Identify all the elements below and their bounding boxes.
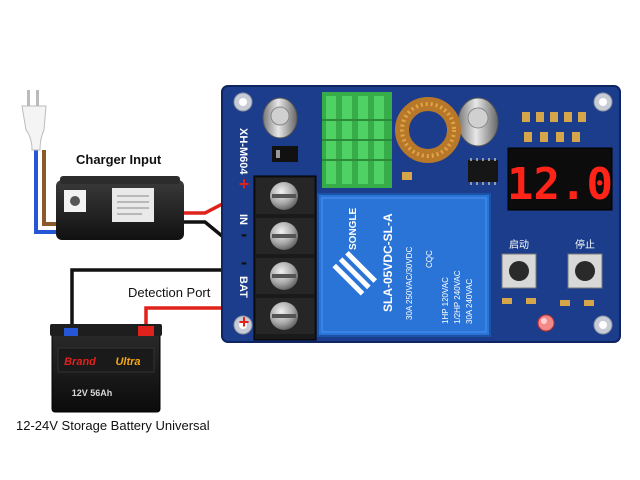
terminal-in-label: IN (237, 214, 249, 225)
battery-universal-caption: 12-24V Storage Battery Universal (16, 418, 210, 433)
inductor-coil (395, 97, 461, 163)
storage-battery: Brand Ultra 12V 56Ah (50, 324, 162, 413)
start-button[interactable] (501, 253, 537, 289)
relay-rating-3: 1/2HP 240VAC (453, 270, 462, 324)
relay-rating-4: 30A 240VAC (465, 279, 474, 324)
stop-button[interactable] (567, 253, 603, 289)
mains-cord-brown (42, 150, 58, 226)
battery-brand-left: Brand (64, 356, 96, 368)
digital-display: 12.0 (507, 147, 613, 211)
bat-minus-sign: - (241, 252, 247, 272)
relay-model: SLA-05VDC-SL-A (381, 213, 395, 312)
battery-negative-wire (70, 268, 262, 334)
in-minus-sign: - (241, 224, 247, 244)
start-button-label: 启动 (509, 238, 529, 251)
in-plus-sign: + (239, 174, 250, 194)
battery-rating: 12V 56Ah (72, 388, 113, 398)
board-model-label: XH-M604 (237, 128, 249, 175)
display-value: 12.0 (507, 159, 613, 210)
charger-input-caption: Charger Input (76, 152, 162, 167)
detection-port-caption: Detection Port (128, 285, 211, 300)
bat-plus-sign: + (239, 312, 250, 332)
power-plug (21, 90, 47, 151)
relay-brand: SONGLE (348, 207, 359, 250)
relay-cert: CQC (425, 250, 434, 268)
relay-rating-2: 1HP 120VAC (441, 277, 450, 324)
battery-positive-terminal (138, 326, 154, 336)
terminal-bat-label: BAT (237, 276, 249, 298)
charger-adapter (56, 176, 184, 240)
heatsink (322, 92, 392, 188)
terminal-block (253, 175, 317, 341)
battery-negative-terminal (64, 328, 78, 336)
mains-cord-blue (34, 150, 58, 234)
battery-brand-right: Ultra (115, 356, 140, 368)
relay-rating-1: 30A 250VAC/30VDC (405, 247, 414, 320)
relay: SONGLE SLA-05VDC-SL-A 30A 250VAC/30VDC C… (317, 193, 491, 337)
stop-button-label: 停止 (575, 238, 595, 251)
